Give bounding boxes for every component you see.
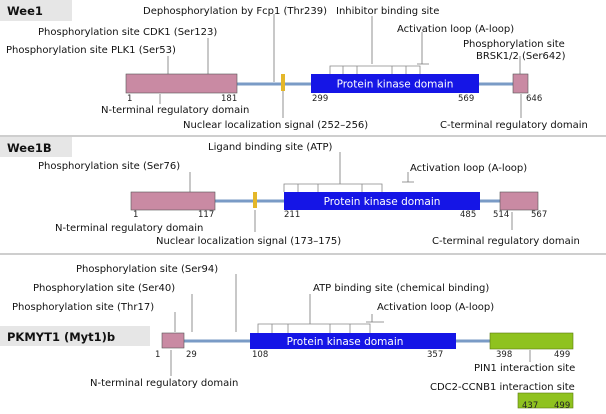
label-cterm-wee1b: C-terminal regulatory domain: [432, 236, 580, 247]
label-nterm-wee1b: N-terminal regulatory domain: [55, 223, 203, 234]
pos-pkmyt1-1: 1: [155, 350, 160, 360]
protein-name-pkmyt1: PKMYT1 (Myt1)b: [7, 330, 115, 344]
pos-wee1b-567: 567: [531, 210, 547, 220]
pos-wee1b-485: 485: [460, 210, 476, 220]
pos-pkmyt1-398: 398: [496, 350, 512, 360]
leader-aloop-wee1: [417, 32, 429, 65]
panel-header-wee1b: [0, 137, 72, 157]
pos-wee1b-117: 117: [198, 210, 214, 220]
wee1b-n-terminal-domain: [130, 191, 216, 211]
label-ligand: Ligand binding site (ATP): [208, 142, 332, 153]
leader-aloop-wee1b: [402, 172, 414, 183]
wee1-kinase-domain: [311, 74, 479, 93]
leader-aloop-pkmyt1: [366, 314, 384, 323]
pos-wee1b-211: 211: [284, 210, 300, 220]
wee1-nls-marker: [281, 74, 285, 91]
panel-header-pkmyt1: [0, 326, 150, 346]
panel-header-wee1: [0, 0, 72, 21]
pos-pkmyt1-108: 108: [252, 350, 268, 360]
wee1-n-terminal-domain: [125, 73, 238, 94]
pos-wee1b-514: 514: [493, 210, 509, 220]
label-nls-wee1: Nuclear localization signal (252–256): [183, 120, 368, 131]
pos-pkmyt1-499b: 499: [554, 401, 570, 411]
pos-pkmyt1-357: 357: [427, 350, 443, 360]
label-atp: ATP binding site (chemical binding): [313, 283, 489, 294]
pos-wee1b-1: 1: [133, 210, 138, 220]
ligand-bracket: [283, 183, 383, 192]
pos-pkmyt1-29: 29: [186, 350, 197, 360]
pos-wee1-569: 569: [458, 94, 474, 104]
label-ser76: Phosphorylation site (Ser76): [38, 161, 180, 172]
pkmyt1-kinase-domain: [250, 333, 456, 349]
pos-pkmyt1-437: 437: [522, 401, 538, 411]
label-cdk1: Phosphorylation site CDK1 (Ser123): [38, 27, 217, 38]
label-aloop-pkmyt1: Activation loop (A-loop): [377, 302, 494, 313]
label-aloop-wee1: Activation loop (A-loop): [397, 24, 514, 35]
cdc2-ccnb1-interaction-domain: [517, 392, 574, 409]
inhibitor-bracket: [329, 65, 421, 74]
label-aloop-wee1b: Activation loop (A-loop): [410, 163, 527, 174]
label-fcp1: Dephosphorylation by Fcp1 (Thr239): [143, 6, 327, 17]
label-cdc2: CDC2-CCNB1 interaction site: [430, 382, 575, 393]
wee1b-nls-marker: [253, 192, 257, 208]
label-nterm-wee1: N-terminal regulatory domain: [101, 105, 249, 116]
label-ser40: Phosphorylation site (Ser40): [33, 283, 175, 294]
pos-wee1-1: 1: [127, 94, 132, 104]
panel-pkmyt1: PKMYT1 (Myt1)b Protein kinase domain 1 2…: [0, 264, 575, 411]
pkmyt1-kinase-label: Protein kinase domain: [287, 336, 404, 348]
wee1b-kinase-label: Protein kinase domain: [324, 196, 441, 208]
label-plk1: Phosphorylation site PLK1 (Ser53): [6, 45, 176, 56]
wee1b-kinase-domain: [284, 192, 480, 210]
wee1b-c-terminal-domain: [499, 191, 539, 211]
pos-pkmyt1-499: 499: [554, 350, 570, 360]
pos-wee1-299: 299: [312, 94, 328, 104]
protein-name-wee1b: Wee1B: [7, 141, 52, 155]
label-cterm-wee1: C-terminal regulatory domain: [440, 120, 588, 131]
pin1-interaction-domain: [489, 332, 574, 350]
label-pin1: PIN1 interaction site: [474, 363, 575, 374]
label-inhibitor: Inhibitor binding site: [336, 6, 439, 17]
label-brsk-line2: BRSK1/2 (Ser642): [476, 51, 566, 62]
panel-wee1b: Wee1B Protein kinase domain 1 117 211 48…: [0, 137, 580, 247]
label-nls-wee1b: Nuclear localization signal (173–175): [156, 236, 341, 247]
label-ser94: Phosphorylation site (Ser94): [76, 264, 218, 275]
label-thr17: Phosphorylation site (Thr17): [12, 302, 154, 313]
label-brsk-line1: Phosphorylation site: [463, 39, 565, 50]
atp-bracket: [257, 323, 371, 333]
label-nterm-pkmyt1: N-terminal regulatory domain: [90, 378, 238, 389]
wee1-kinase-label: Protein kinase domain: [337, 79, 454, 91]
wee1-c-terminal-domain: [512, 73, 529, 94]
protein-name-wee1: Wee1: [7, 4, 43, 18]
pos-wee1-646: 646: [526, 94, 542, 104]
panel-wee1: Wee1 Protein kinase domain 1 181 299 569…: [0, 0, 588, 131]
pkmyt1-n-terminal-domain: [161, 332, 185, 349]
pos-wee1-181: 181: [221, 94, 237, 104]
